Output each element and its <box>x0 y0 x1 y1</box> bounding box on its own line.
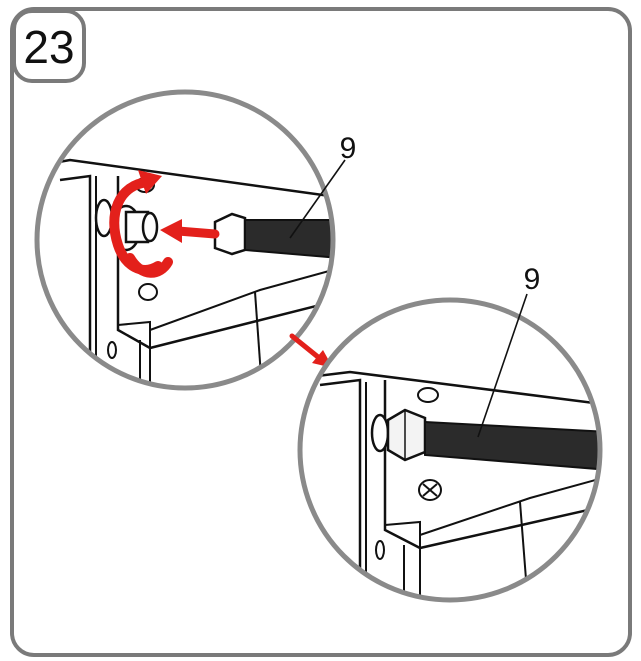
rotate-arrow-icon <box>109 170 173 278</box>
insert-arrow-icon <box>160 219 220 243</box>
step-badge: 23 <box>12 9 86 83</box>
zoom-circle-after <box>297 297 603 603</box>
callout-hose-before: 9 <box>289 132 357 239</box>
step-number: 23 <box>23 21 74 73</box>
appliance-back-panel-after <box>300 370 600 600</box>
callout-hose-after: 9 <box>477 263 541 438</box>
callout-label: 9 <box>340 132 357 165</box>
zoom-circle-before <box>34 89 336 391</box>
callout-label: 9 <box>524 263 541 296</box>
appliance-back-panel-before <box>37 158 333 388</box>
